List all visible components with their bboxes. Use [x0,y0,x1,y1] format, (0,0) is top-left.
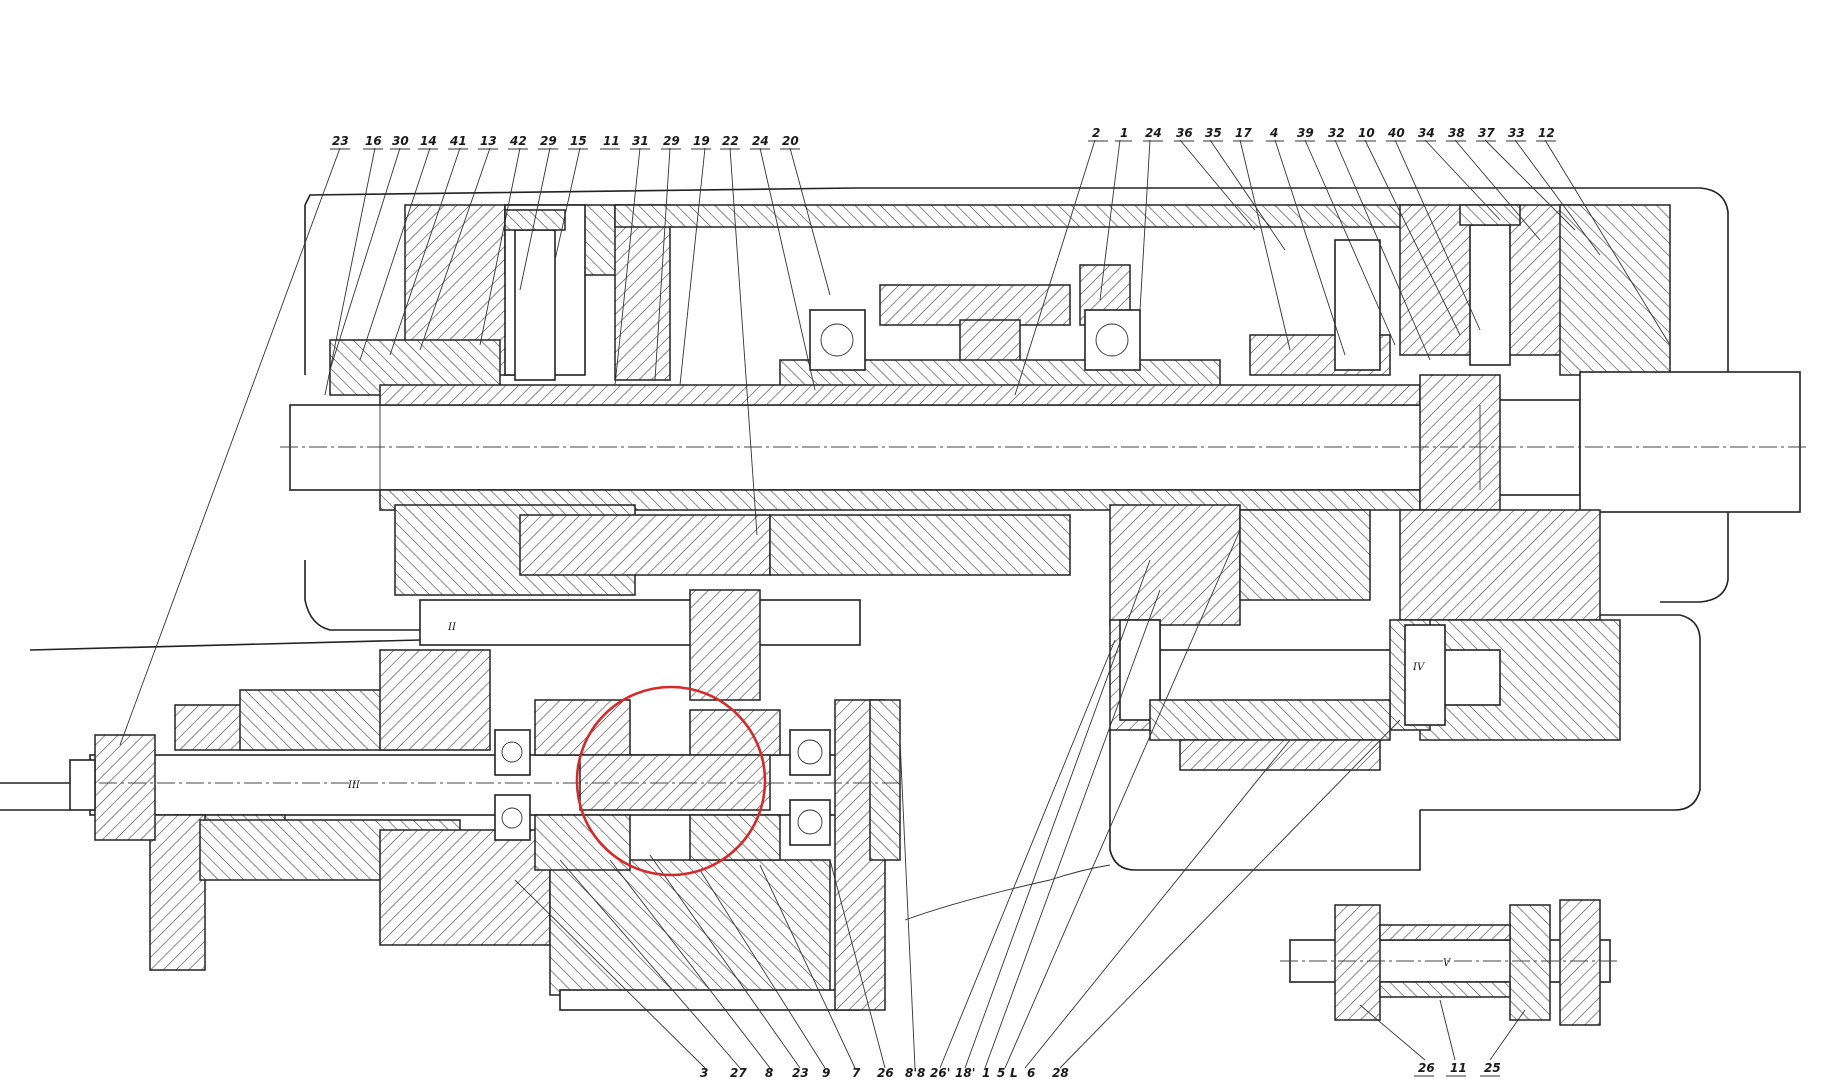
callout-6: 6 [1027,1066,1035,1080]
callout-7: 7 [852,1066,861,1080]
callout-8: 8 [765,1066,773,1080]
callout-38: 38 [1448,126,1465,140]
callout-26-detail: 26 [1418,1061,1435,1075]
callout-26: 26 [877,1066,894,1080]
callout-39: 39 [1297,126,1314,140]
callout-24r: 24 [1145,126,1162,140]
callout-29: 29 [540,134,557,148]
callout-10: 10 [1358,126,1375,140]
callout-22: 22 [722,134,739,148]
callout-28: 28 [1052,1066,1069,1080]
callout-14: 14 [420,134,437,148]
top-left-callouts: 23 16 30 14 41 13 42 29 15 11 31 29 19 2… [332,134,799,148]
callout-30: 30 [392,134,409,148]
shaft-three [69,649,901,1011]
callout-l: L [1010,1066,1018,1080]
callout-40: 40 [1387,126,1405,140]
callout-34: 34 [1418,126,1435,140]
callout-32: 32 [1328,126,1345,140]
top-right-callouts: 2 1 24 36 35 17 4 39 32 10 40 34 38 37 3… [1092,126,1555,140]
callout-12: 12 [1538,126,1555,140]
callout-16: 16 [365,134,382,148]
shaft-five-detail [1280,899,1620,1026]
bottom-callouts: 3 27 8 23 9 7 26 8'8 26' 18' 1 5 L 6 28 [700,1066,1069,1080]
callout-19: 19 [693,134,710,148]
callout-11-detail: 11 [1450,1061,1467,1075]
callout-37: 37 [1478,126,1495,140]
callout-5: 5 [997,1066,1005,1080]
callout-13: 13 [480,134,497,148]
callout-2: 2 [1092,126,1100,140]
callout-31: 31 [632,134,649,148]
callout-1b: 1 [982,1066,990,1080]
callout-42: 42 [509,134,527,148]
callout-35: 35 [1205,126,1222,140]
shaft-label-ii: II [447,622,457,633]
callout-27: 27 [730,1066,747,1080]
callout-29b: 29 [663,134,680,148]
callout-23: 23 [332,134,349,148]
callout-4: 4 [1269,126,1278,140]
callout-18: 18' [955,1066,975,1080]
lower-housing [394,504,1701,871]
shaft-label-iv: IV [1412,662,1426,673]
shaft-label-v: V [1443,958,1452,969]
callout-24: 24 [752,134,769,148]
callout-17: 17 [1235,126,1252,140]
callout-11: 11 [603,134,620,148]
highlight-circle [575,685,767,877]
callout-20: 20 [782,134,799,148]
detail-callouts: 26 11 25 [1418,1061,1501,1075]
callout-26b: 26' [930,1066,950,1080]
callout-33: 33 [1508,126,1525,140]
callout-23b: 23 [792,1066,809,1080]
callout-8-8: 8'8 [905,1066,925,1080]
shaft-label-iii: III [347,780,361,791]
callout-1: 1 [1120,126,1128,140]
callout-15: 15 [570,134,587,148]
callout-36: 36 [1176,126,1193,140]
callout-25-detail: 25 [1484,1061,1501,1075]
main-shaft [280,371,1810,513]
leader-lines [119,139,1671,1069]
callout-41: 41 [449,134,467,148]
callout-9: 9 [822,1066,830,1080]
callout-3: 3 [700,1066,708,1080]
